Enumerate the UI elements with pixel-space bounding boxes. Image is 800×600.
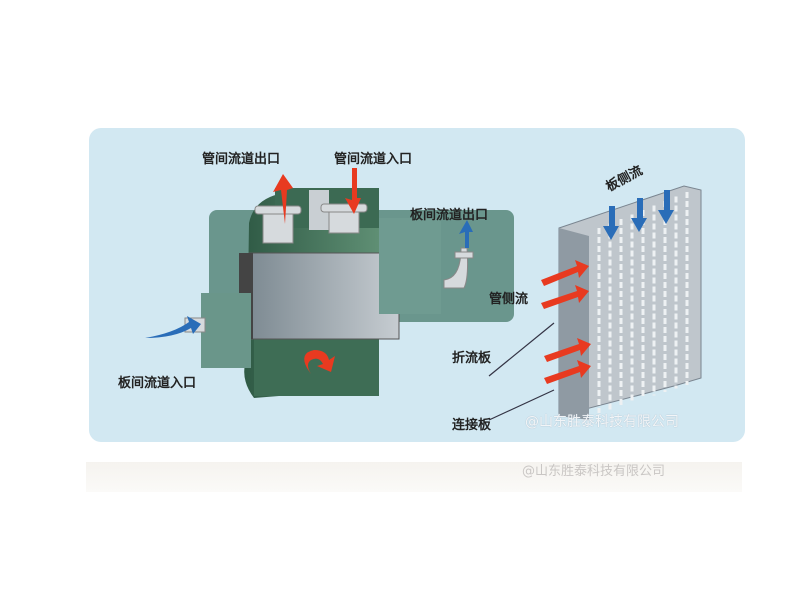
label-tube-outlet: 管间流道出口 bbox=[202, 152, 281, 167]
flow-arrows bbox=[145, 168, 473, 374]
diagram-card: 管间流道出口 管间流道入口 板间流道出口 板间流道入口 板侧流 管侧流 折流板 … bbox=[89, 128, 745, 442]
watermark-reflection: @山东胜泰科技有限公司 bbox=[522, 464, 666, 479]
plate-inlet-arrow bbox=[145, 316, 201, 338]
tube-inlet-arrow bbox=[345, 168, 361, 214]
label-tube-side-flow: 管侧流 bbox=[489, 292, 529, 307]
label-plate-outlet: 板间流道出口 bbox=[410, 208, 489, 223]
watermark: @山东胜泰科技有限公司 bbox=[525, 414, 679, 430]
plate-pack bbox=[558, 185, 702, 420]
circulation-arrow bbox=[304, 350, 335, 374]
plate-outlet-arrow bbox=[459, 220, 473, 248]
label-plate-inlet: 板间流道入口 bbox=[118, 376, 197, 391]
plate-flow-arrows bbox=[488, 190, 674, 421]
reflection-strip: @山东胜泰科技有限公司 bbox=[86, 462, 742, 492]
label-baffle: 折流板 bbox=[452, 351, 492, 366]
heat-exchanger-illustration bbox=[145, 168, 702, 421]
tube-outlet-arrow bbox=[273, 174, 293, 224]
label-connecting-plate: 连接板 bbox=[452, 418, 492, 433]
label-tube-inlet: 管间流道入口 bbox=[334, 152, 413, 167]
